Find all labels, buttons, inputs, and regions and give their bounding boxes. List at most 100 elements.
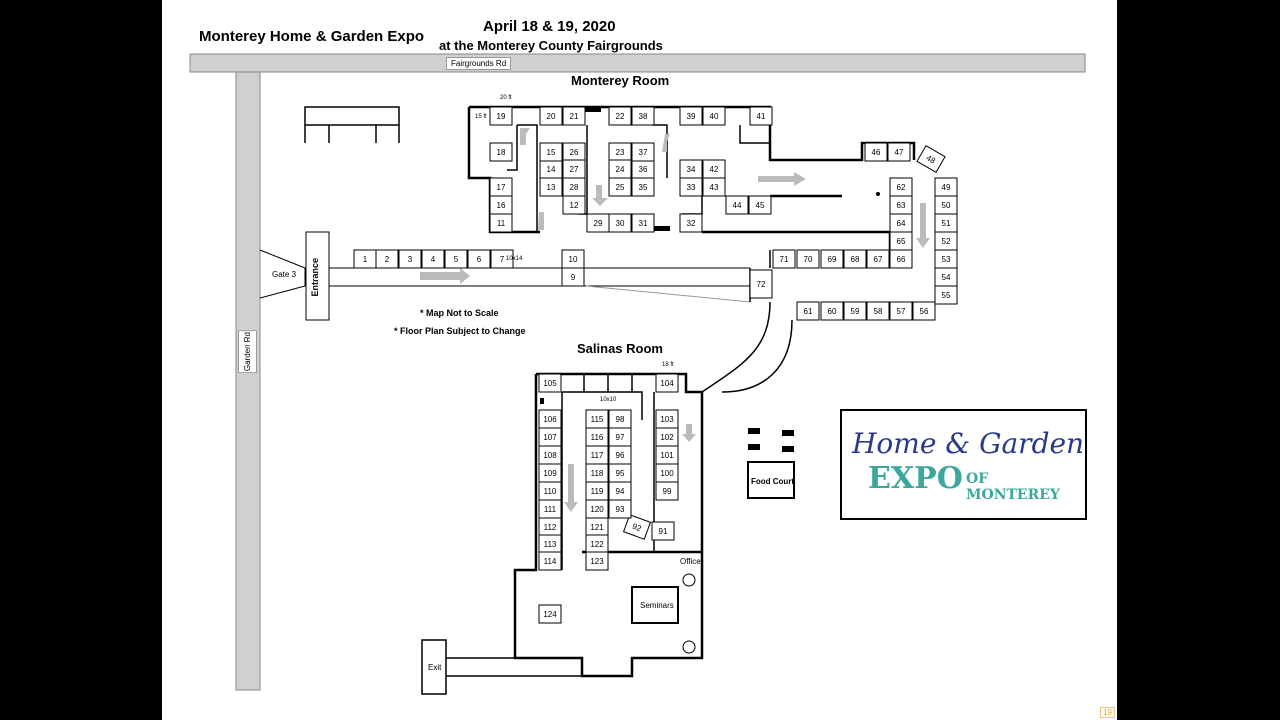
booth-number: 7 xyxy=(500,255,505,264)
booth-number: 20 xyxy=(547,112,556,121)
booth-number: 121 xyxy=(590,523,604,532)
booth-92: 92 xyxy=(622,514,652,540)
booth-number: 100 xyxy=(660,469,674,478)
booth-number: 99 xyxy=(663,487,672,496)
booth-93: 93 xyxy=(608,499,632,519)
booth-number: 13 xyxy=(547,183,556,192)
booth-34: 34 xyxy=(679,159,703,179)
booth-number: 93 xyxy=(616,505,625,514)
booth-number: 114 xyxy=(544,557,557,566)
fairgrounds-road-label: Fairgrounds Rd xyxy=(446,57,512,70)
booth-number: 63 xyxy=(897,201,906,210)
booth-98: 98 xyxy=(608,409,632,429)
logo-line2: EXPO xyxy=(868,461,963,496)
booth-97: 97 xyxy=(608,427,632,447)
booth-number: 66 xyxy=(897,255,906,264)
booth-number: 60 xyxy=(828,307,837,316)
booth-65: 65 xyxy=(889,231,913,251)
booth-10: 10 xyxy=(561,249,585,269)
flow-arrows xyxy=(420,128,930,512)
booth-number: 47 xyxy=(895,148,904,157)
booth-9: 9 xyxy=(561,267,585,287)
booth-number: 12 xyxy=(570,201,579,210)
booth-number: 4 xyxy=(431,255,436,264)
booth-102: 102 xyxy=(655,427,679,447)
booth-114: 114 xyxy=(538,551,562,571)
booth-number: 61 xyxy=(804,307,813,316)
booth-120: 120 xyxy=(585,499,609,519)
booth-number: 52 xyxy=(942,237,951,246)
booth-29: 29 xyxy=(586,213,610,233)
booth-number: 17 xyxy=(497,183,506,192)
salinas-room-title: Salinas Room xyxy=(577,341,663,356)
booth-20: 20 xyxy=(539,106,563,126)
restroom-icon xyxy=(682,640,696,654)
booth-number: 36 xyxy=(639,165,648,174)
booth-68: 68 xyxy=(843,249,867,269)
booth-number: 46 xyxy=(872,148,881,157)
booth-105: 105 xyxy=(538,373,562,393)
dim-label: 10x14 xyxy=(506,256,523,262)
booth-71: 71 xyxy=(772,249,796,269)
booth-number: 69 xyxy=(828,255,837,264)
booth-number: 53 xyxy=(942,255,951,264)
booth-number: 6 xyxy=(477,255,482,264)
booth-number: 56 xyxy=(920,307,929,316)
booth-119: 119 xyxy=(585,481,609,501)
booth-15: 15 xyxy=(539,142,563,162)
booth-18: 18 xyxy=(489,142,513,162)
booth-116: 116 xyxy=(585,427,609,447)
booth-19: 19 xyxy=(489,106,513,126)
booth-number: 28 xyxy=(570,183,579,192)
booth-number: 5 xyxy=(454,255,459,264)
floor-note: * Floor Plan Subject to Change xyxy=(394,326,526,336)
scale-note: * Map Not to Scale xyxy=(420,308,499,318)
booth-number: 23 xyxy=(616,148,625,157)
expo-logo: Home & Garden EXPO OF MONTEREY xyxy=(840,409,1087,520)
booth-number: 103 xyxy=(660,415,674,424)
booth-96: 96 xyxy=(608,445,632,465)
food-court-label: Food Court xyxy=(751,477,795,486)
booth-number: 2 xyxy=(385,255,390,264)
booth-14: 14 xyxy=(539,159,563,179)
booth-62: 62 xyxy=(889,177,913,197)
exit-main-label: Exit xyxy=(428,663,442,672)
booth-number: 22 xyxy=(616,112,625,121)
right-corridor xyxy=(701,250,793,393)
booth-21: 21 xyxy=(562,106,586,126)
booth-63: 63 xyxy=(889,195,913,215)
logo-line3: OF MONTEREY xyxy=(966,471,1060,503)
booth-number: 10 xyxy=(569,255,578,264)
dim-label: 20 ft xyxy=(500,95,512,101)
booth-31: 31 xyxy=(631,213,655,233)
booth-number: 1 xyxy=(363,255,368,264)
booth-number: 42 xyxy=(710,165,719,174)
booth-number: 124 xyxy=(543,610,557,619)
booth-61: 61 xyxy=(796,301,820,321)
booth-number: 102 xyxy=(660,433,674,442)
booth-number: 31 xyxy=(639,219,648,228)
booth-number: 49 xyxy=(942,183,951,192)
booth-number: 16 xyxy=(497,201,506,210)
office-label: Office xyxy=(680,557,701,566)
booth-103: 103 xyxy=(655,409,679,429)
booth-55: 55 xyxy=(934,285,958,305)
booth-number: 30 xyxy=(616,219,625,228)
booth-1: 1 xyxy=(353,249,377,269)
booth-118: 118 xyxy=(585,463,609,483)
booth-95: 95 xyxy=(608,463,632,483)
booth-number: 43 xyxy=(710,183,719,192)
booth-6: 6 xyxy=(467,249,491,269)
booth-40: 40 xyxy=(702,106,726,126)
booth-number: 55 xyxy=(942,291,951,300)
walkway-line xyxy=(585,285,751,303)
booth-123: 123 xyxy=(585,551,609,571)
booth-number: 123 xyxy=(590,557,604,566)
booth-number: 68 xyxy=(851,255,860,264)
booth-5: 5 xyxy=(444,249,468,269)
booth-number: 71 xyxy=(780,255,789,264)
booth-number: 105 xyxy=(543,379,557,388)
booth-number: 119 xyxy=(591,487,604,496)
booth-number: 104 xyxy=(660,379,674,388)
booth-number: 15 xyxy=(547,148,556,157)
